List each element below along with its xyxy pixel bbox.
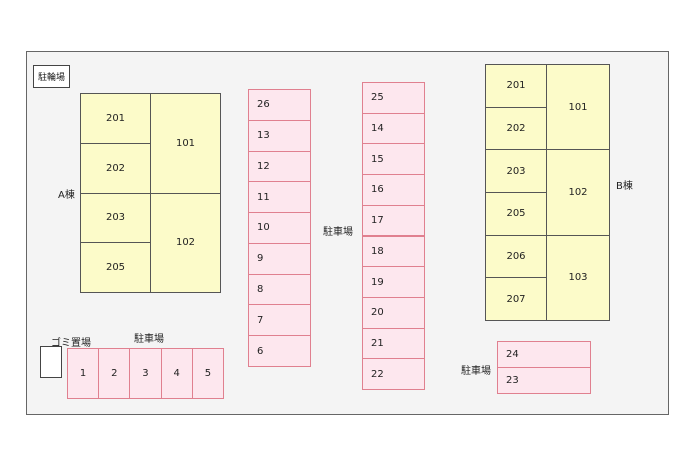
building-b-label: B棟	[616, 181, 633, 192]
parking-slot-5: 5	[191, 348, 224, 399]
unit-a-101: 101	[150, 93, 221, 194]
parking-slot-3: 3	[129, 348, 162, 399]
unit-b-205: 205	[485, 192, 547, 236]
unit-a-201: 201	[80, 93, 151, 144]
parking-center-label: 駐車場	[323, 227, 353, 238]
unit-b-103: 103	[546, 234, 610, 321]
unit-b-206: 206	[485, 234, 547, 279]
parking-slot-26: 26	[248, 89, 311, 121]
parking-bottom-right-label: 駐車場	[461, 366, 491, 377]
parking-slot-8: 8	[248, 273, 311, 306]
parking-slot-1: 1	[67, 348, 100, 399]
unit-b-202: 202	[485, 106, 547, 151]
parking-slot-21: 21	[362, 327, 425, 360]
bicycle-parking-label: 駐輪場	[33, 65, 70, 88]
parking-slot-9: 9	[248, 242, 311, 275]
parking-slot-24: 24	[497, 341, 591, 368]
parking-bottom-left-label: 駐車場	[134, 334, 164, 345]
parking-slot-4: 4	[160, 348, 193, 399]
parking-slot-7: 7	[248, 304, 311, 337]
parking-slot-17: 17	[362, 204, 425, 237]
garbage-label: ゴミ置場	[51, 338, 91, 349]
parking-slot-20: 20	[362, 296, 425, 329]
garbage-bin	[40, 346, 62, 378]
parking-slot-19: 19	[362, 266, 425, 298]
unit-b-201: 201	[485, 64, 547, 108]
parking-slot-12: 12	[248, 150, 311, 183]
parking-slot-25: 25	[362, 82, 425, 114]
parking-slot-13: 13	[248, 119, 311, 152]
unit-a-102: 102	[150, 192, 221, 293]
parking-slot-14: 14	[362, 112, 425, 145]
parking-slot-23: 23	[497, 367, 591, 394]
parking-slot-11: 11	[248, 181, 311, 214]
parking-slot-22: 22	[362, 358, 425, 390]
unit-b-102: 102	[546, 149, 610, 236]
parking-slot-10: 10	[248, 212, 311, 244]
parking-slot-18: 18	[362, 235, 425, 268]
building-a-label: A棟	[58, 190, 75, 201]
parking-slot-15: 15	[362, 143, 425, 176]
parking-slot-2: 2	[98, 348, 131, 399]
unit-b-207: 207	[485, 277, 547, 321]
parking-slot-6: 6	[248, 335, 311, 367]
unit-a-202: 202	[80, 142, 151, 194]
parking-slot-16: 16	[362, 174, 425, 206]
unit-b-101: 101	[546, 64, 610, 151]
unit-a-205: 205	[80, 242, 151, 293]
unit-a-203: 203	[80, 192, 151, 244]
unit-b-203: 203	[485, 149, 547, 193]
